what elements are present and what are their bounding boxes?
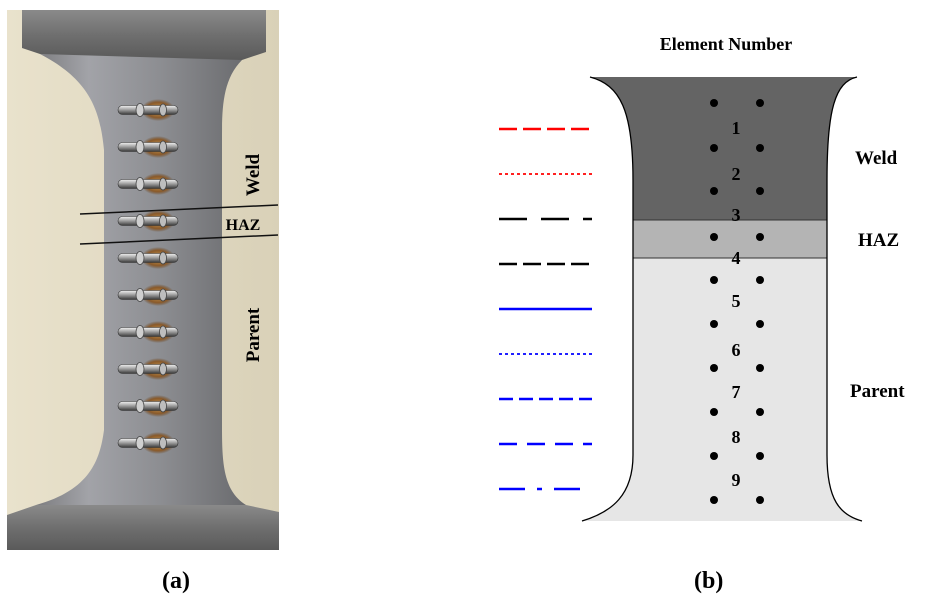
measurement-dot	[710, 144, 718, 152]
specimen-body	[36, 54, 246, 505]
measurement-dot	[756, 187, 764, 195]
parent-zone	[582, 258, 862, 521]
measurement-dot	[756, 496, 764, 504]
thermocouple-pin	[117, 432, 179, 454]
specimen-right-edge	[826, 76, 863, 522]
weld-zone	[582, 77, 862, 220]
element-number-label: 1	[732, 118, 741, 138]
weld-haz-boundary	[79, 204, 279, 215]
element-number-label: 5	[732, 291, 741, 311]
caption-a: (a)	[162, 568, 190, 594]
measurement-dot	[756, 99, 764, 107]
thermocouple-pin	[117, 173, 179, 195]
measurement-dot	[756, 276, 764, 284]
zone-label-parent: Parent	[850, 381, 905, 402]
measurement-dot	[756, 452, 764, 460]
zone-label-weld: Weld	[855, 148, 898, 169]
caption-b: (b)	[694, 568, 724, 594]
panel-b-schematic: Element Number 1 2 3 4 5 6 7 8 9 Weld HAZ Parent	[499, 34, 905, 522]
measurement-dot	[710, 99, 718, 107]
element-number-title: Element Number	[660, 34, 792, 54]
element-number-label: 2	[732, 164, 741, 184]
measurement-dot	[756, 408, 764, 416]
thermocouple-pin	[117, 210, 179, 232]
element-number-label: 7	[732, 382, 741, 402]
zone-label-haz: HAZ	[858, 230, 899, 251]
measurement-dot	[710, 187, 718, 195]
specimen-left-edge	[581, 76, 634, 522]
element-number-label: 3	[732, 205, 741, 225]
top-grip	[22, 10, 266, 60]
measurement-dot	[756, 233, 764, 241]
photo-label-parent: Parent	[243, 307, 264, 362]
element-number-label: 4	[732, 248, 741, 268]
measurement-dot	[710, 408, 718, 416]
thermocouple-pin	[117, 99, 179, 121]
measurement-dots	[710, 99, 764, 504]
element-number-label: 8	[732, 427, 741, 447]
thermocouple-pins	[117, 99, 179, 454]
measurement-dot	[756, 364, 764, 372]
measurement-dot	[710, 276, 718, 284]
thermocouple-pin	[117, 321, 179, 343]
thermocouple-pin	[117, 395, 179, 417]
haz-zone	[582, 220, 862, 258]
photo-label-weld: Weld	[243, 153, 264, 196]
bottom-grip	[7, 505, 279, 550]
haz-parent-boundary	[79, 234, 279, 245]
thermocouple-pin	[117, 358, 179, 380]
thermocouple-pin	[117, 247, 179, 269]
element-number-label: 9	[732, 470, 741, 490]
thermocouple-pin	[117, 136, 179, 158]
element-number-label: 6	[732, 340, 741, 360]
thermocouple-pin	[117, 284, 179, 306]
measurement-dot	[710, 452, 718, 460]
line-style-legend	[499, 127, 592, 491]
measurement-dot	[710, 496, 718, 504]
measurement-dot	[756, 320, 764, 328]
panel-a-photo: Weld HAZ Parent	[7, 10, 279, 550]
measurement-dot	[710, 233, 718, 241]
measurement-dot	[710, 364, 718, 372]
measurement-dot	[756, 144, 764, 152]
element-number-labels: 1 2 3 4 5 6 7 8 9	[732, 118, 741, 490]
measurement-dot	[710, 320, 718, 328]
photo-label-haz: HAZ	[226, 217, 261, 234]
